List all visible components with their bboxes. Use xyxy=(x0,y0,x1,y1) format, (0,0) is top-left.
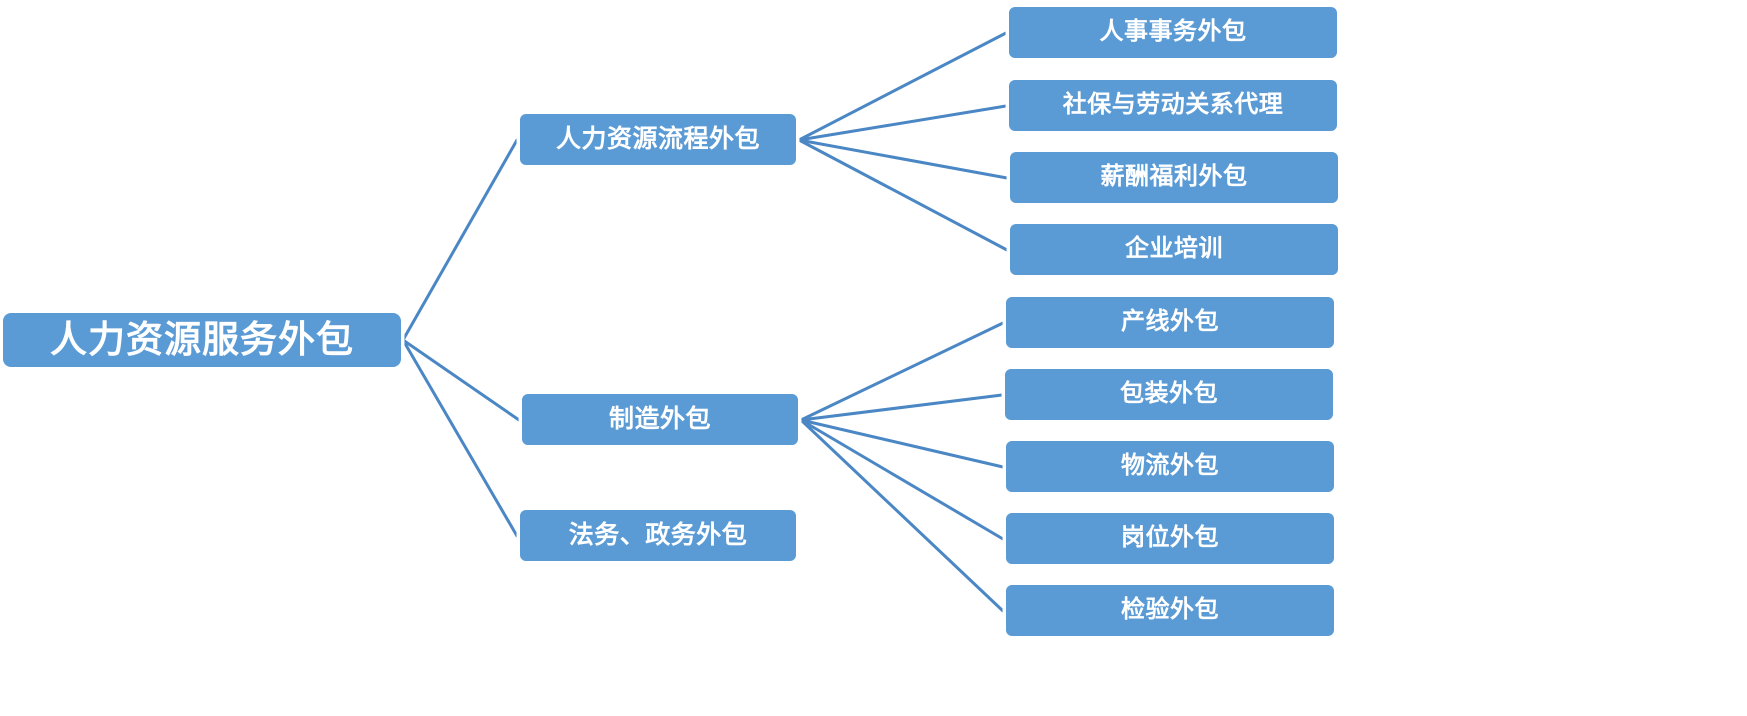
edge-root-to-manufacturing xyxy=(401,338,521,422)
node-leaf-position-label: 岗位外包 xyxy=(1121,524,1219,552)
node-leaf-production-line-label: 产线外包 xyxy=(1121,308,1219,336)
edge-hr-to-hr-affairs xyxy=(797,31,1008,142)
node-branch-hr-process[interactable]: 人力资源流程外包 xyxy=(517,111,799,168)
node-branch-manufacturing[interactable]: 制造外包 xyxy=(519,391,801,448)
node-leaf-production-line[interactable]: 产线外包 xyxy=(1003,294,1337,351)
node-leaf-comp-benefits[interactable]: 薪酬福利外包 xyxy=(1007,149,1341,206)
edge-mfg-to-logistics xyxy=(799,418,1005,469)
node-leaf-packaging[interactable]: 包装外包 xyxy=(1002,366,1336,423)
edge-mfg-to-packaging xyxy=(799,393,1004,422)
node-leaf-hr-affairs[interactable]: 人事事务外包 xyxy=(1006,4,1340,61)
node-leaf-corp-training[interactable]: 企业培训 xyxy=(1007,221,1341,278)
node-leaf-inspection-label: 检验外包 xyxy=(1121,596,1219,624)
node-leaf-inspection[interactable]: 检验外包 xyxy=(1003,582,1337,639)
edge-root-to-legal-gov xyxy=(401,338,519,538)
edge-mfg-to-position xyxy=(799,418,1005,541)
edge-hr-to-comp-benefits xyxy=(797,138,1009,180)
node-root-label: 人力资源服务外包 xyxy=(50,318,354,360)
edge-hr-to-corp-training xyxy=(797,138,1009,252)
edge-mfg-to-production-line xyxy=(799,321,1005,422)
node-leaf-corp-training-label: 企业培训 xyxy=(1125,235,1223,263)
node-branch-manufacturing-label: 制造外包 xyxy=(608,404,711,433)
node-leaf-logistics[interactable]: 物流外包 xyxy=(1003,438,1337,495)
node-branch-legal-gov-label: 法务、政务外包 xyxy=(568,520,748,549)
node-leaf-hr-affairs-label: 人事事务外包 xyxy=(1099,18,1247,46)
edge-root-to-hr-process xyxy=(401,138,519,342)
node-leaf-position[interactable]: 岗位外包 xyxy=(1003,510,1337,567)
node-branch-hr-process-label: 人力资源流程外包 xyxy=(555,124,760,153)
node-leaf-logistics-label: 物流外包 xyxy=(1121,452,1219,480)
node-root[interactable]: 人力资源服务外包 xyxy=(0,310,404,370)
node-leaf-social-labor[interactable]: 社保与劳动关系代理 xyxy=(1006,77,1340,134)
node-leaf-comp-benefits-label: 薪酬福利外包 xyxy=(1100,163,1248,191)
node-leaf-packaging-label: 包装外包 xyxy=(1120,380,1218,408)
node-leaf-social-labor-label: 社保与劳动关系代理 xyxy=(1062,91,1284,119)
edge-mfg-to-inspection xyxy=(799,418,1005,613)
node-branch-legal-gov[interactable]: 法务、政务外包 xyxy=(517,507,799,564)
edge-hr-to-social-labor xyxy=(797,104,1008,142)
